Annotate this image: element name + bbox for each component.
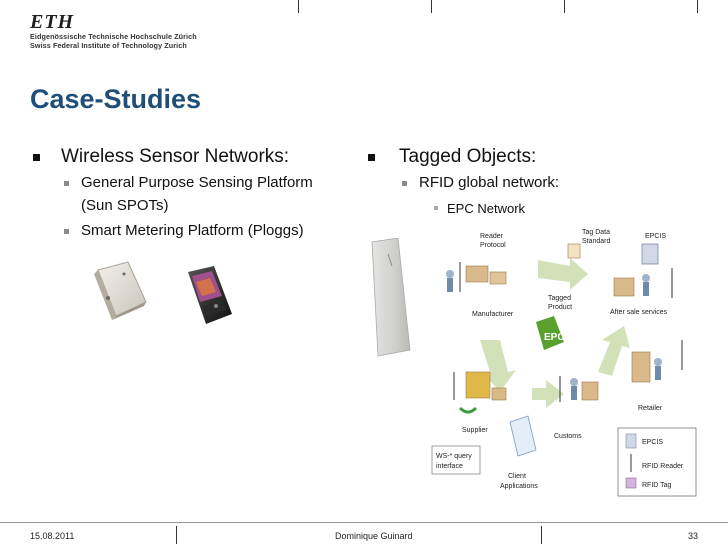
footer-separator xyxy=(541,526,542,544)
server-icon xyxy=(641,243,659,265)
right-sub: RFID global network: xyxy=(419,174,560,191)
eth-logo: ETH Eidgenössische Technische Hochschule… xyxy=(30,12,197,50)
legend-reader: RFID Reader xyxy=(642,463,684,470)
person-icon xyxy=(655,366,661,380)
flow-arrow xyxy=(532,380,564,408)
box-icon xyxy=(465,371,491,399)
after-sale-label: After sale services xyxy=(610,309,668,316)
client-label-2: Applications xyxy=(500,483,538,490)
box-icon xyxy=(613,277,635,297)
logo-line-1: Eidgenössische Technische Hochschule Zür… xyxy=(30,32,197,41)
box-icon xyxy=(631,351,651,383)
supplier-label: Supplier xyxy=(462,427,488,434)
person-icon xyxy=(642,274,650,282)
tag-icon xyxy=(567,243,581,259)
right-subsub: EPC Network xyxy=(447,201,526,216)
tick xyxy=(564,0,565,13)
legend-tag: RFID Tag xyxy=(642,482,672,489)
bullet-square-icon xyxy=(64,181,69,186)
left-heading: Wireless Sensor Networks: xyxy=(61,146,290,167)
flow-arrow xyxy=(598,326,630,376)
legend-epcis: EPCIS xyxy=(642,439,663,446)
footer-date: 15.08.2011 xyxy=(30,531,75,541)
ws-query-label-2: interface xyxy=(436,463,463,470)
bullet-square-icon xyxy=(434,206,438,210)
epc-network-diagram: Reader Protocol Tag Data Standard EPCIS … xyxy=(431,229,697,497)
bullet-square-icon xyxy=(33,154,40,161)
slide-title: Case-Studies xyxy=(30,84,202,114)
bullet-square-icon xyxy=(64,229,69,234)
footer-divider xyxy=(0,522,728,523)
epc-logo-text: EPC xyxy=(544,332,565,343)
tick xyxy=(697,0,698,13)
manufacturer-label: Manufacturer xyxy=(472,311,514,318)
tick xyxy=(298,0,299,13)
person-icon xyxy=(447,278,453,292)
right-heading: Tagged Objects: xyxy=(399,146,537,167)
left-item-2: Smart Metering Platform (Ploggs) xyxy=(81,222,304,239)
ws-query-label: WS-* query xyxy=(436,453,472,460)
left-item-1: General Purpose Sensing Platform xyxy=(81,174,313,191)
person-icon xyxy=(571,386,577,400)
plogg-device-image xyxy=(188,266,232,324)
reader-protocol-label-2: Protocol xyxy=(480,242,506,249)
box-icon xyxy=(465,265,489,283)
person-icon xyxy=(654,358,662,366)
tagged-product-label: Tagged xyxy=(548,295,571,302)
logo-mark: ETH xyxy=(30,11,75,33)
logo-line-2: Swiss Federal Institute of Technology Zu… xyxy=(30,41,187,50)
document-icon xyxy=(509,415,537,457)
tag-icon xyxy=(625,477,637,489)
retailer-label: Retailer xyxy=(638,405,663,412)
rfid-reader-image xyxy=(371,238,411,357)
tick xyxy=(431,0,432,13)
person-icon xyxy=(446,270,454,278)
customs-label: Customs xyxy=(554,433,582,440)
epc-logo-icon xyxy=(536,316,564,350)
epcis-label: EPCIS xyxy=(645,233,666,240)
box-icon xyxy=(491,387,507,401)
ws-query-box xyxy=(431,445,481,475)
bullet-square-icon xyxy=(368,154,375,161)
cycle-arrow-icon xyxy=(458,406,478,414)
server-icon xyxy=(625,433,637,449)
bullet-square-icon xyxy=(402,181,407,186)
box-icon xyxy=(489,271,507,285)
person-icon xyxy=(570,378,578,386)
client-label: Client xyxy=(508,473,526,480)
tag-data-standard-label: Tag Data xyxy=(582,229,610,236)
tag-data-standard-label-2: Standard xyxy=(582,238,611,245)
header-ticks xyxy=(0,0,728,14)
footer-separator xyxy=(176,526,177,544)
box-icon xyxy=(581,381,599,401)
footer-author: Dominique Guinard xyxy=(335,531,413,541)
footer-page-number: 33 xyxy=(688,531,699,541)
person-icon xyxy=(643,282,649,296)
reader-protocol-label: Reader xyxy=(480,233,504,240)
sun-spot-image xyxy=(94,261,147,320)
left-item-1-cont: (Sun SPOTs) xyxy=(81,197,169,214)
tagged-product-label-2: Product xyxy=(548,304,572,311)
flow-arrow xyxy=(538,258,588,290)
